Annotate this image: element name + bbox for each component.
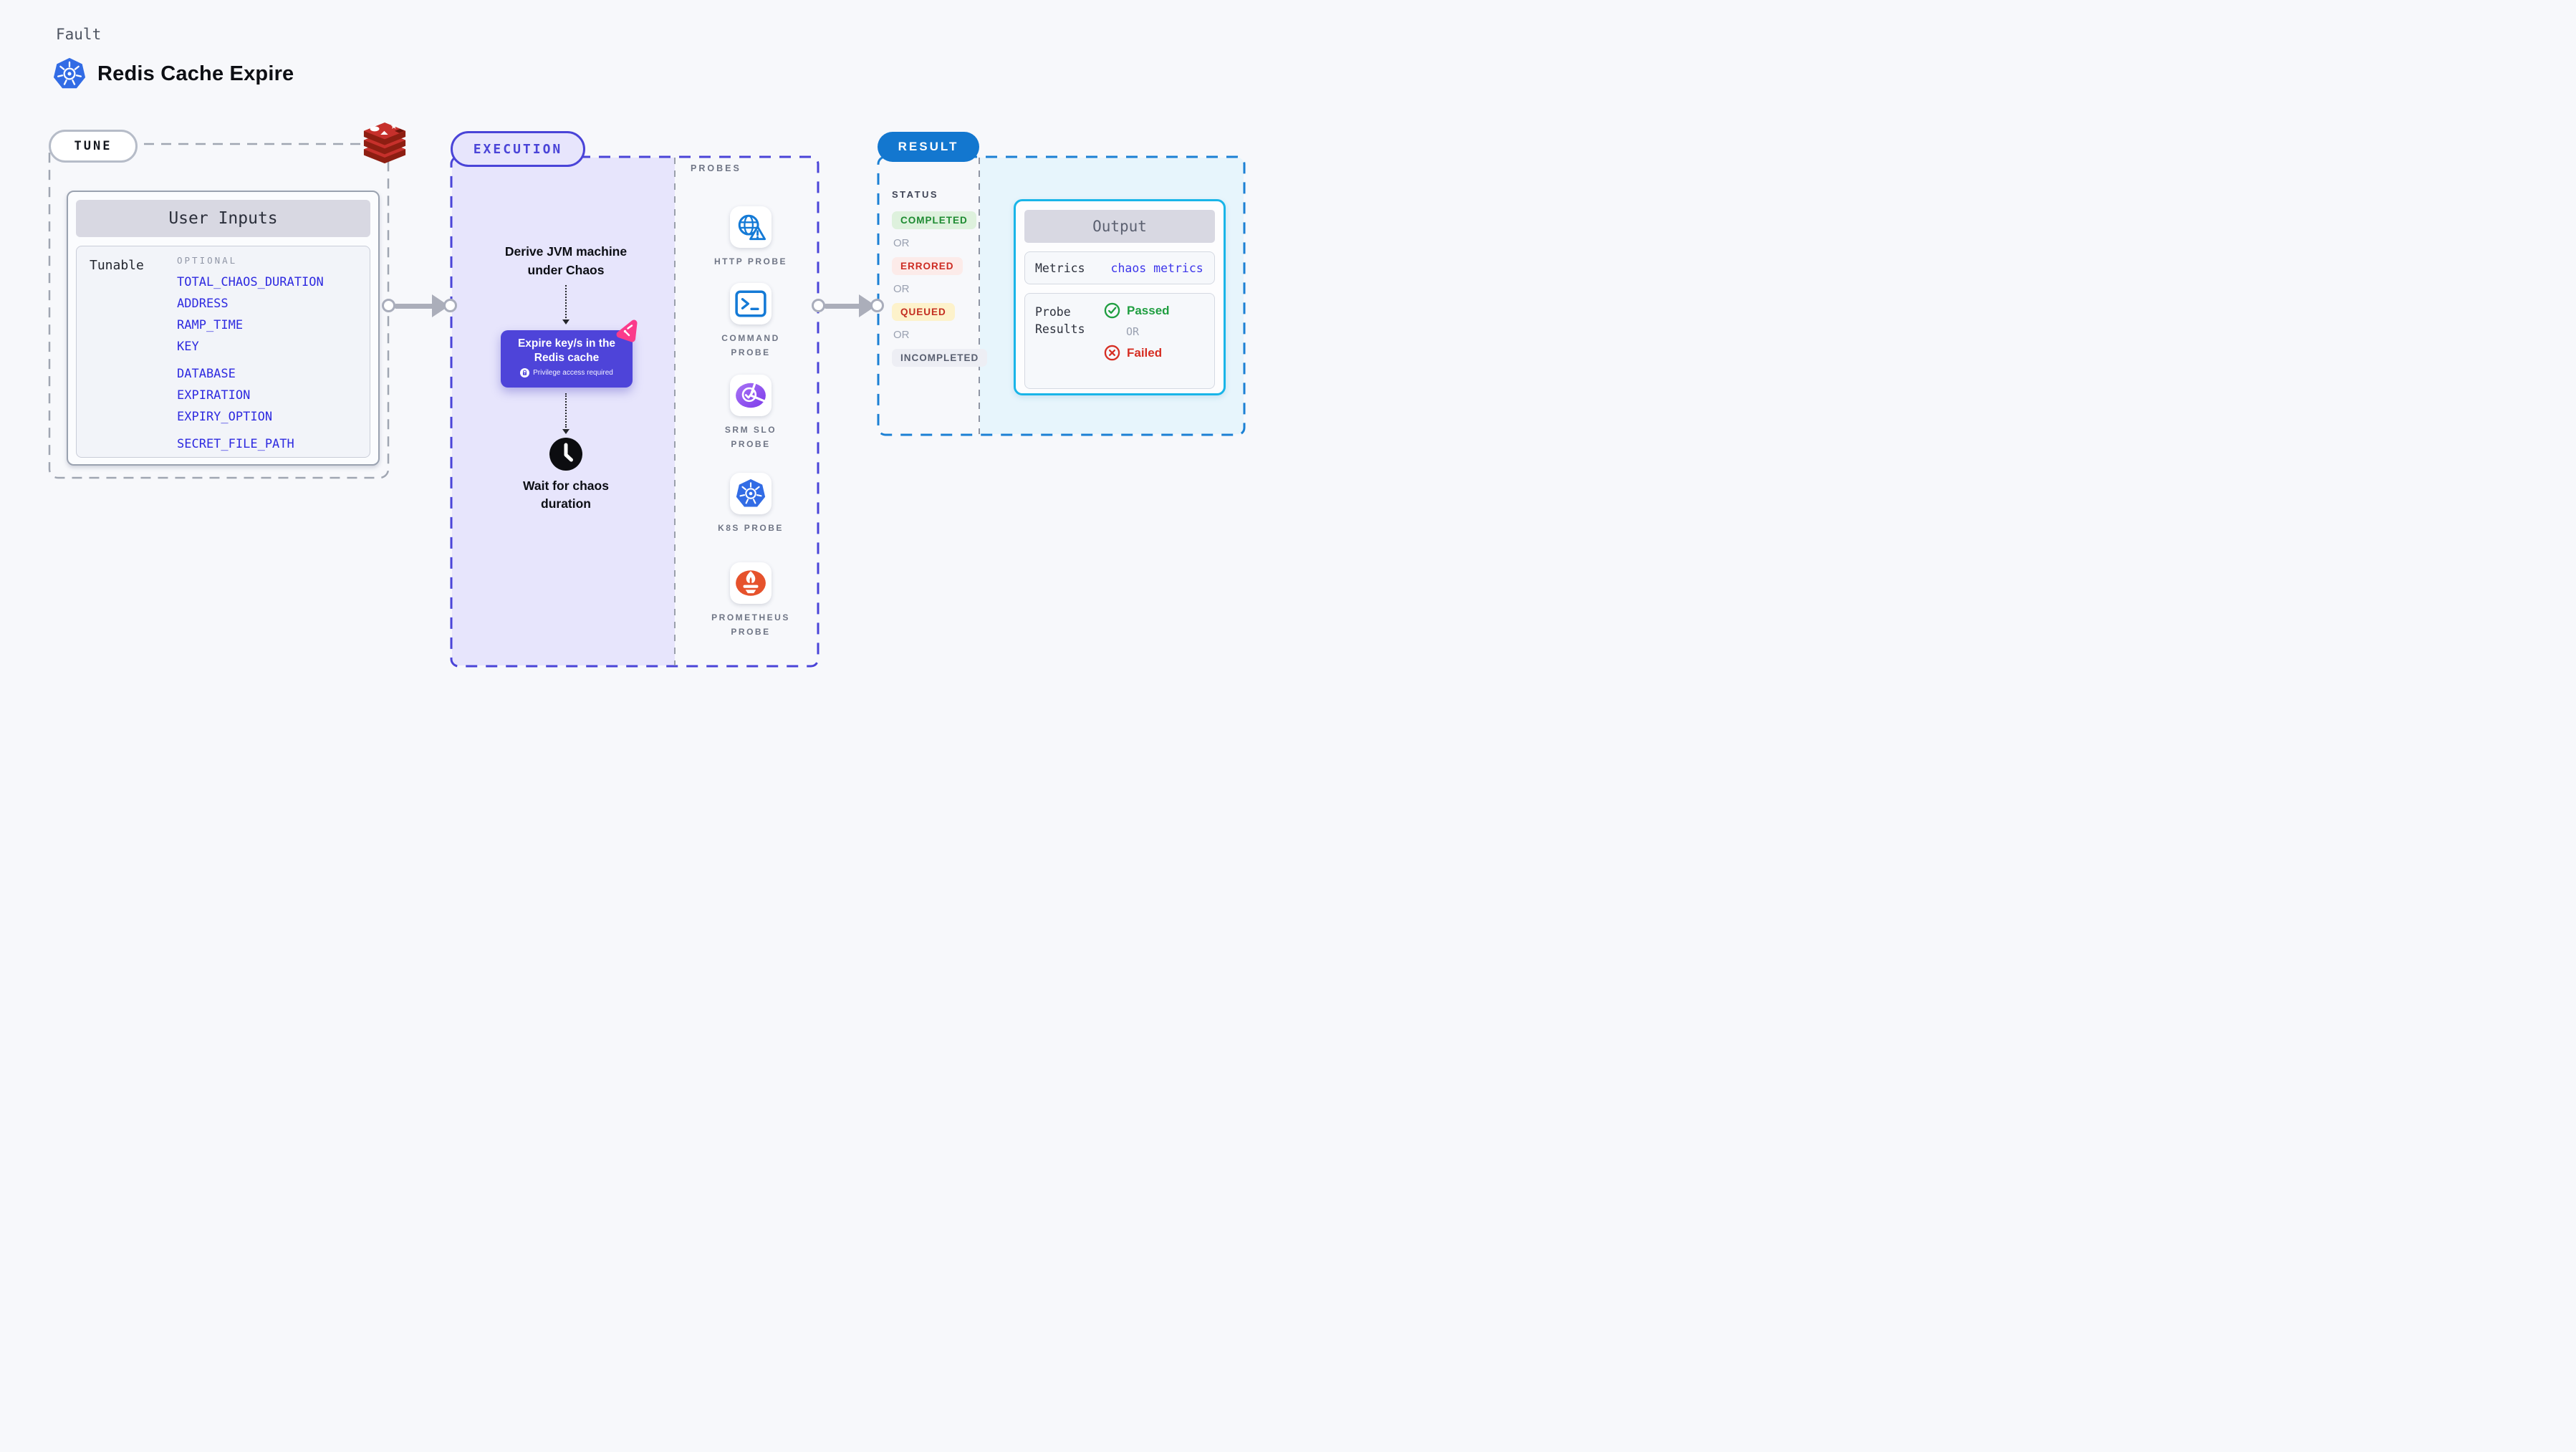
check-circle-icon: [1104, 302, 1120, 319]
param-secret-file-path: SECRET_FILE_PATH: [177, 437, 294, 451]
section-frames: [48, 143, 1246, 668]
output-card: Output Metrics chaos metrics Probe Resul…: [1014, 199, 1226, 395]
kubernetes-icon: [736, 479, 766, 509]
param-key: KEY: [177, 340, 199, 354]
result-section-pill: RESULT: [878, 132, 979, 162]
status-column: STATUS COMPLETED OR ERRORED OR QUEUED OR…: [892, 189, 988, 367]
status-badge-completed: COMPLETED: [892, 211, 976, 229]
optional-column-label: OPTIONAL: [177, 255, 238, 266]
status-title: STATUS: [892, 189, 939, 200]
probe-results-label: Probe Results: [1035, 305, 1085, 336]
litmus-chaos-icon: [615, 318, 640, 344]
probe-item-srm-slo: SRM SLO PROBE: [686, 375, 815, 451]
param-group: DATABASE EXPIRATION EXPIRY_OPTION: [177, 363, 324, 428]
user-inputs-title: User Inputs: [76, 200, 370, 237]
user-inputs-card: User Inputs Tunable OPTIONAL TOTAL_CHAOS…: [67, 191, 380, 466]
param-expiry-option: EXPIRY_OPTION: [177, 410, 273, 424]
probe-card: [730, 473, 772, 514]
probe-card: [730, 283, 772, 324]
tune-to-execution-arrow: [395, 304, 433, 309]
terminal-icon: [734, 289, 767, 319]
failed-result: Failed: [1104, 345, 1170, 361]
probe-item-http: HTTP PROBE: [686, 206, 815, 269]
probe-results-row: Probe Results Passed OR Failed: [1024, 293, 1215, 389]
clock-icon: [549, 437, 583, 471]
page-title: Redis Cache Expire: [97, 62, 294, 85]
metrics-label: Metrics: [1035, 261, 1085, 275]
probe-item-command: COMMAND PROBE: [686, 283, 815, 360]
execution-to-result-arrow: [825, 304, 860, 309]
port-icon: [443, 299, 457, 312]
flow-connector: [565, 393, 567, 428]
or-separator: OR: [893, 329, 910, 341]
passed-result: Passed: [1104, 302, 1170, 319]
metrics-value: chaos metrics: [1110, 261, 1203, 275]
page-header: Redis Cache Expire: [53, 57, 294, 90]
probe-item-prometheus: PROMETHEUS PROBE: [686, 562, 815, 639]
port-icon: [382, 299, 395, 312]
tunable-row-label: Tunable: [90, 258, 144, 273]
derive-step-label: Derive JVM machine under Chaos: [504, 244, 628, 277]
metrics-row: Metrics chaos metrics: [1024, 251, 1215, 284]
or-separator: OR: [1126, 325, 1140, 338]
port-icon: [812, 299, 825, 312]
port-icon: [870, 299, 884, 312]
output-title: Output: [1024, 210, 1215, 243]
gauge-check-icon: [734, 380, 767, 410]
wait-step-label: Wait for chaos duration: [523, 479, 609, 511]
status-badge-incompleted: INCOMPLETED: [892, 349, 988, 367]
param-ramp-time: RAMP_TIME: [177, 318, 244, 332]
execution-flow-background: [452, 158, 675, 665]
probe-card: [730, 375, 772, 416]
param-expiration: EXPIRATION: [177, 388, 251, 403]
tunable-params-panel: Tunable OPTIONAL TOTAL_CHAOS_DURATION AD…: [76, 246, 370, 458]
or-separator: OR: [893, 237, 910, 249]
kubernetes-icon: [53, 57, 86, 90]
flow-connector-arrow-icon: [562, 319, 569, 324]
fault-kicker: Fault: [56, 26, 102, 43]
x-circle-icon: [1104, 345, 1120, 361]
redis-icon: [360, 122, 410, 168]
flow-connector-arrow-icon: [562, 429, 569, 434]
globe-warning-icon: [734, 212, 767, 242]
status-badge-errored: ERRORED: [892, 257, 963, 275]
fault-action-card: Expire key/s in the Redis cache Privileg…: [501, 330, 633, 388]
lock-icon: [520, 368, 529, 378]
param-total-chaos-duration: TOTAL_CHAOS_DURATION: [177, 275, 324, 289]
probe-card: [730, 562, 772, 604]
tune-section-pill: TUNE: [49, 130, 138, 163]
probe-item-k8s: K8S PROBE: [686, 473, 815, 535]
probe-card: [730, 206, 772, 248]
prometheus-icon: [734, 568, 767, 598]
or-separator: OR: [893, 283, 910, 295]
fault-diagram-page: Fault Redis Cache Expire TUNE EXECUTION …: [0, 0, 1288, 726]
status-badge-queued: QUEUED: [892, 303, 955, 321]
flow-connector: [565, 285, 567, 318]
param-group: SECRET_FILE_PATH: [177, 433, 324, 455]
execution-section-pill: EXECUTION: [451, 131, 585, 167]
param-group: TOTAL_CHAOS_DURATION ADDRESS RAMP_TIME K…: [177, 271, 324, 357]
param-address: ADDRESS: [177, 297, 229, 311]
param-database: DATABASE: [177, 367, 236, 381]
privilege-badge: Privilege access required: [501, 368, 633, 378]
probes-column-title: PROBES: [691, 163, 741, 173]
